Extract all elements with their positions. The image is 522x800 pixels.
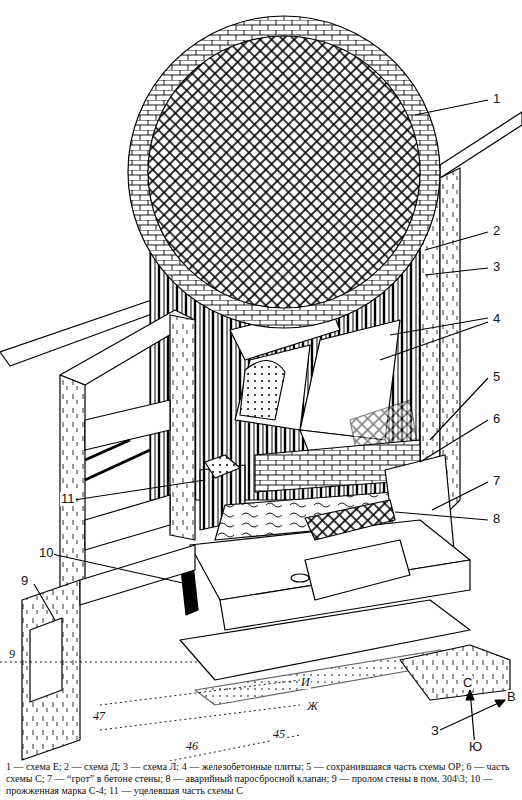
axis-label: 47 xyxy=(92,710,106,723)
callout-number: 5 xyxy=(492,370,501,384)
callout-number: 7 xyxy=(492,474,501,488)
axis-label: 45 xyxy=(272,728,286,741)
callout-number: 4 xyxy=(492,312,501,326)
callout-number: 10 xyxy=(38,546,54,560)
callout-number: 2 xyxy=(492,224,501,238)
axis-label: И xyxy=(300,676,311,689)
compass-letter: Ю xyxy=(468,740,483,754)
compass-letter: З xyxy=(430,724,440,738)
caption: 1 — схема Е; 2 — схема Д; 3 — схема Л; 4… xyxy=(6,761,516,797)
callout-number: 6 xyxy=(492,412,501,426)
compass-letter: В xyxy=(506,690,517,704)
callout-number: 9 xyxy=(20,574,29,588)
axis-label: 46 xyxy=(185,740,199,753)
callout-number: 11 xyxy=(60,492,76,506)
axis-label: 9 xyxy=(8,648,16,661)
callout-number: 1 xyxy=(492,92,501,106)
callout-number: 8 xyxy=(492,512,501,526)
compass-letter: С xyxy=(462,676,473,690)
axis-label: Ж xyxy=(306,700,319,713)
callout-number: 3 xyxy=(492,260,501,274)
